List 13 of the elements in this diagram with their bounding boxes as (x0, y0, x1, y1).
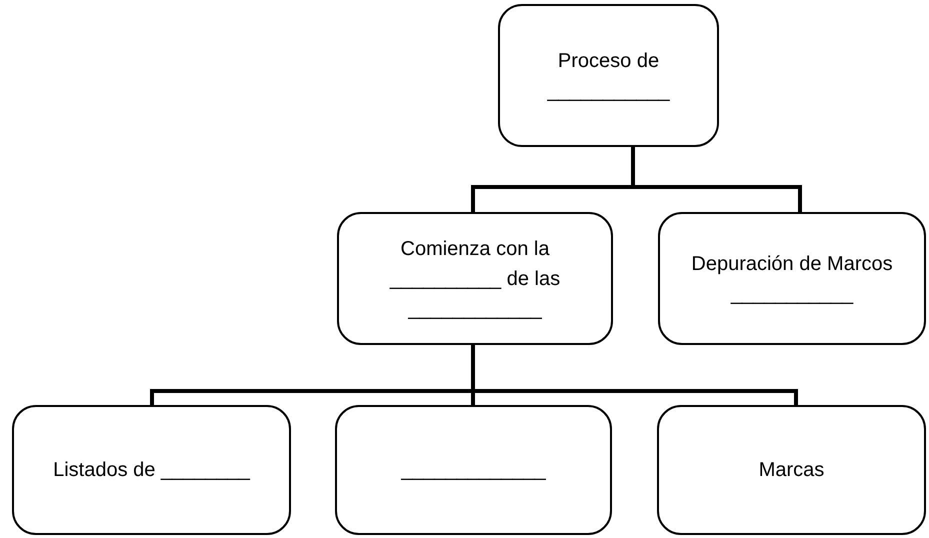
rounded-box (657, 405, 926, 535)
rounded-box (498, 4, 719, 147)
rounded-box (337, 212, 613, 345)
rounded-box (12, 405, 291, 535)
box-text: Listados de ________ (53, 458, 250, 483)
box-text: Depuración de Marcos ___________ (690, 252, 894, 306)
box-text: Marcas (758, 458, 824, 483)
box-text: Proceso de ___________ (546, 48, 671, 104)
rounded-box (335, 405, 612, 535)
box-text: _____________ (401, 458, 546, 483)
rounded-box (658, 212, 926, 345)
box-text: Comienza con la __________ de las ____________ (388, 236, 562, 322)
connector-line (471, 345, 798, 405)
